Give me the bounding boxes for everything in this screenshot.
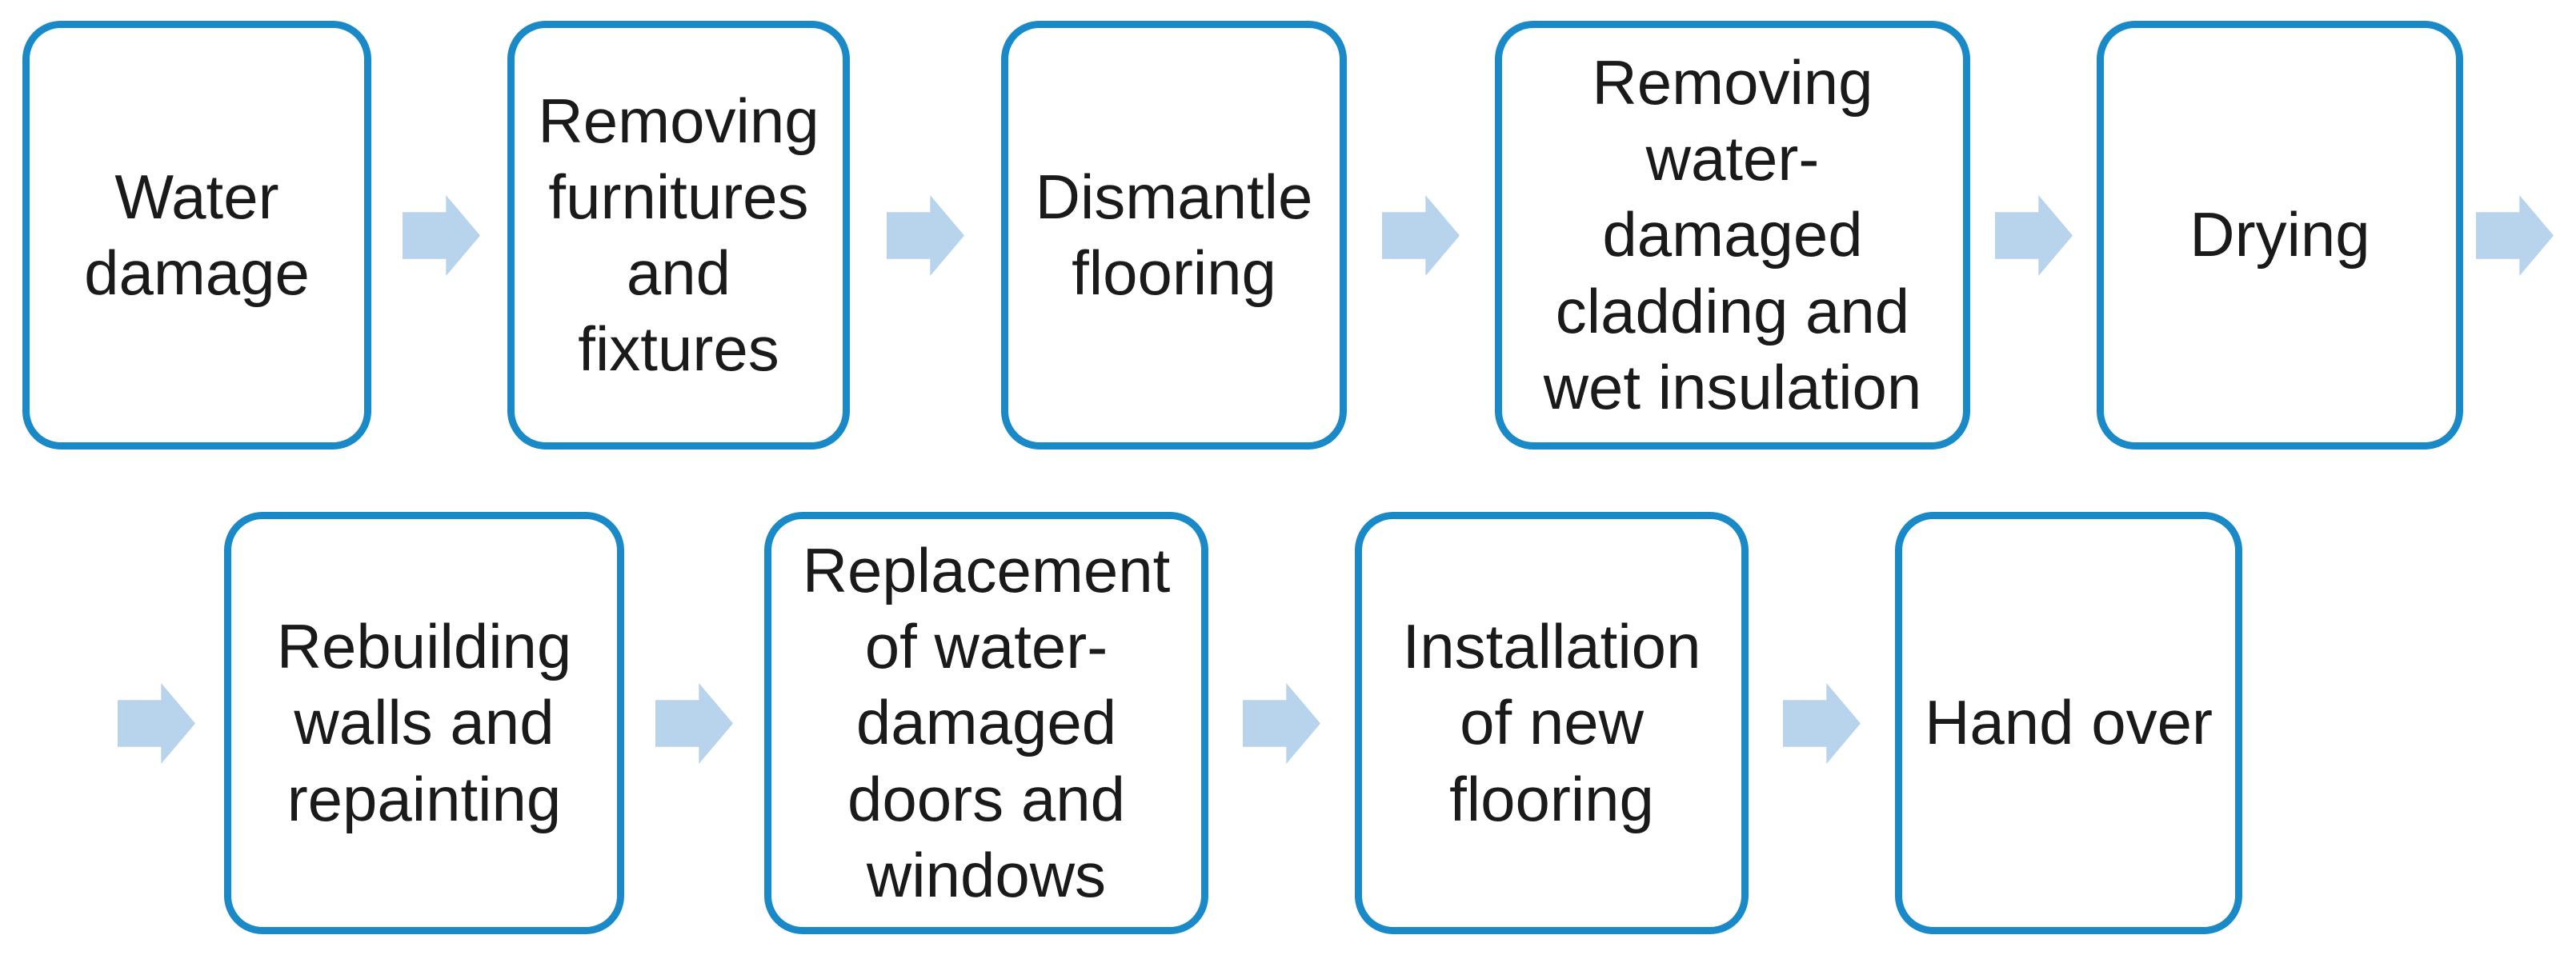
flow-step-label: Dismantle flooring (1035, 161, 1313, 308)
arrow-right-icon (1382, 195, 1460, 276)
flow-step-drying: Drying (2097, 21, 2463, 450)
arrow-right-icon (887, 195, 964, 276)
flow-step-installation-of-new-flooring: Installation of new flooring (1355, 512, 1749, 934)
flow-step-label: Installation of new flooring (1402, 611, 1701, 834)
flow-step-label: Rebuilding walls and repainting (276, 611, 572, 834)
flow-step-hand-over: Hand over (1895, 512, 2242, 934)
flow-step-removing-water-damaged-cladding-and-wet-insulation: Removing water- damaged cladding and wet… (1495, 21, 1970, 450)
arrow-right-icon (655, 683, 733, 764)
flow-step-rebuilding-walls-and-repainting: Rebuilding walls and repainting (224, 512, 624, 934)
flow-step-label: Removing water- damaged cladding and wet… (1543, 47, 1922, 422)
flow-step-label: Drying (2189, 199, 2370, 270)
arrow-right-icon (403, 195, 480, 276)
arrow-right-icon (1243, 683, 1320, 764)
flow-step-removing-furnitures-and-fixtures: Removing furnitures and fixtures (507, 21, 850, 450)
flow-step-label: Removing furnitures and fixtures (538, 85, 819, 385)
flow-step-replacement-of-water-damaged-doors-and-windows: Replacement of water- damaged doors and … (764, 512, 1208, 934)
flow-step-dismantle-flooring: Dismantle flooring (1001, 21, 1347, 450)
flow-step-label: Water damage (84, 161, 310, 308)
arrow-right-icon (2476, 195, 2554, 276)
flow-step-label: Hand over (1925, 687, 2213, 758)
flow-step-label: Replacement of water- damaged doors and … (802, 535, 1171, 910)
arrow-right-icon (1995, 195, 2073, 276)
flow-step-water-damage: Water damage (22, 21, 371, 450)
arrow-right-icon (1783, 683, 1861, 764)
arrow-right-icon (118, 683, 195, 764)
